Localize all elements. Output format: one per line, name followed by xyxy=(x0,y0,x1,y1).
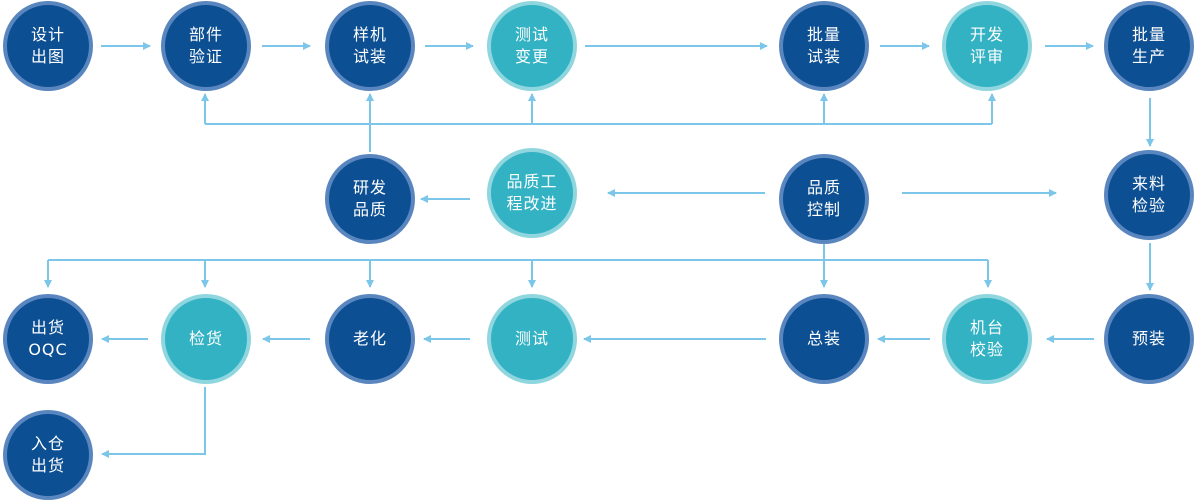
node-label: 批量 生产 xyxy=(1131,25,1166,66)
node-label: 部件 验证 xyxy=(188,25,223,66)
node-prototype-trial: 样机 试装 xyxy=(325,1,415,91)
node-machine-calibration: 机台 校验 xyxy=(942,294,1032,384)
node-incoming-inspection: 来料 检验 xyxy=(1104,150,1194,240)
node-label: 入仓 出货 xyxy=(30,434,65,475)
node-outgoing-oqc: 出货 OQC xyxy=(3,294,93,384)
node-label: 机台 校验 xyxy=(969,318,1004,359)
node-test-change: 测试 变更 xyxy=(487,1,577,91)
node-mass-production: 批量 生产 xyxy=(1104,1,1194,91)
node-label: 老化 xyxy=(352,329,387,348)
node-label: 出货 OQC xyxy=(28,318,68,359)
node-label: 样机 试装 xyxy=(352,25,387,66)
node-testing: 测试 xyxy=(487,294,577,384)
node-quality-control: 品质 控制 xyxy=(779,154,869,244)
node-label: 测试 xyxy=(514,329,549,348)
node-label: 开发 评审 xyxy=(969,25,1004,66)
node-final-assembly: 总装 xyxy=(779,294,869,384)
node-label: 预装 xyxy=(1131,329,1166,348)
node-label: 检货 xyxy=(188,329,223,348)
node-warehouse-shipping: 入仓 出货 xyxy=(3,410,93,500)
node-label: 来料 检验 xyxy=(1131,174,1166,215)
node-rd-quality: 研发 品质 xyxy=(325,154,415,244)
node-label: 批量 试装 xyxy=(806,25,841,66)
node-aging: 老化 xyxy=(325,294,415,384)
arrow-goods-to-warehouse xyxy=(101,387,206,458)
node-label: 品质工 程改进 xyxy=(506,172,558,213)
node-label: 研发 品质 xyxy=(352,178,387,219)
node-part-verification: 部件 验证 xyxy=(161,1,251,91)
node-label: 品质 控制 xyxy=(806,178,841,219)
node-label: 设计 出图 xyxy=(30,25,65,66)
node-quality-engineering-improvement: 品质工 程改进 xyxy=(487,148,577,238)
node-label: 测试 变更 xyxy=(514,25,549,66)
node-goods-inspection: 检货 xyxy=(161,294,251,384)
node-label: 总装 xyxy=(806,329,841,348)
node-development-review: 开发 评审 xyxy=(942,1,1032,91)
node-batch-trial: 批量 试装 xyxy=(779,1,869,91)
node-pre-assembly: 预装 xyxy=(1104,294,1194,384)
node-design-drawing: 设计 出图 xyxy=(3,1,93,91)
